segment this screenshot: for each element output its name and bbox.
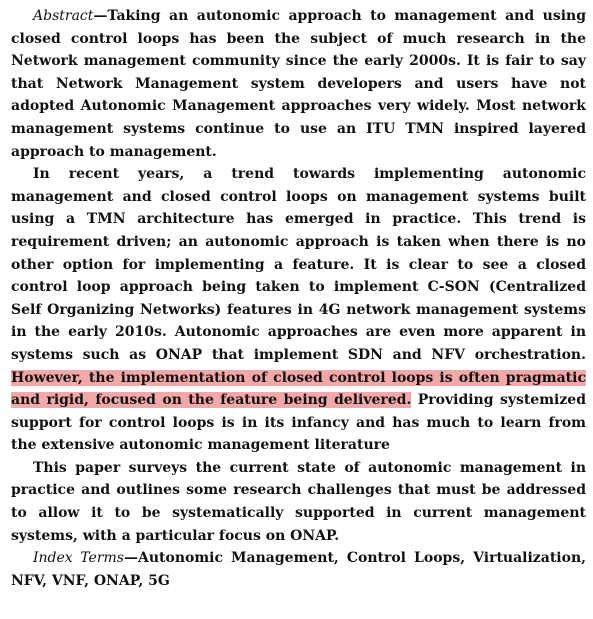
index-terms-label: Index Terms [33, 550, 124, 567]
paragraph3-text: This paper surveys the current state of … [11, 459, 586, 544]
abstract-section: Abstract—Taking an autonomic approach to… [11, 5, 586, 592]
body-paragraph-2: In recent years, a trend towards impleme… [11, 163, 586, 457]
abstract-dash: — [93, 8, 108, 24]
abstract-label: Abstract [33, 8, 94, 24]
abstract-paragraph: Abstract—Taking an autonomic approach to… [11, 5, 586, 163]
body-paragraph-3: This paper surveys the current state of … [11, 457, 586, 547]
index-terms-dash: — [124, 550, 138, 567]
index-terms-text: Autonomic Management, Control Loops, Vir… [11, 550, 587, 589]
paragraph2-before-text: In recent years, a trend towards impleme… [11, 166, 586, 363]
index-terms-paragraph: Index Terms—Autonomic Management, Contro… [11, 547, 586, 592]
paragraph2-after-text: Providing systemized support for control… [11, 392, 586, 454]
abstract-text: Taking an autonomic approach to manageme… [11, 8, 586, 160]
